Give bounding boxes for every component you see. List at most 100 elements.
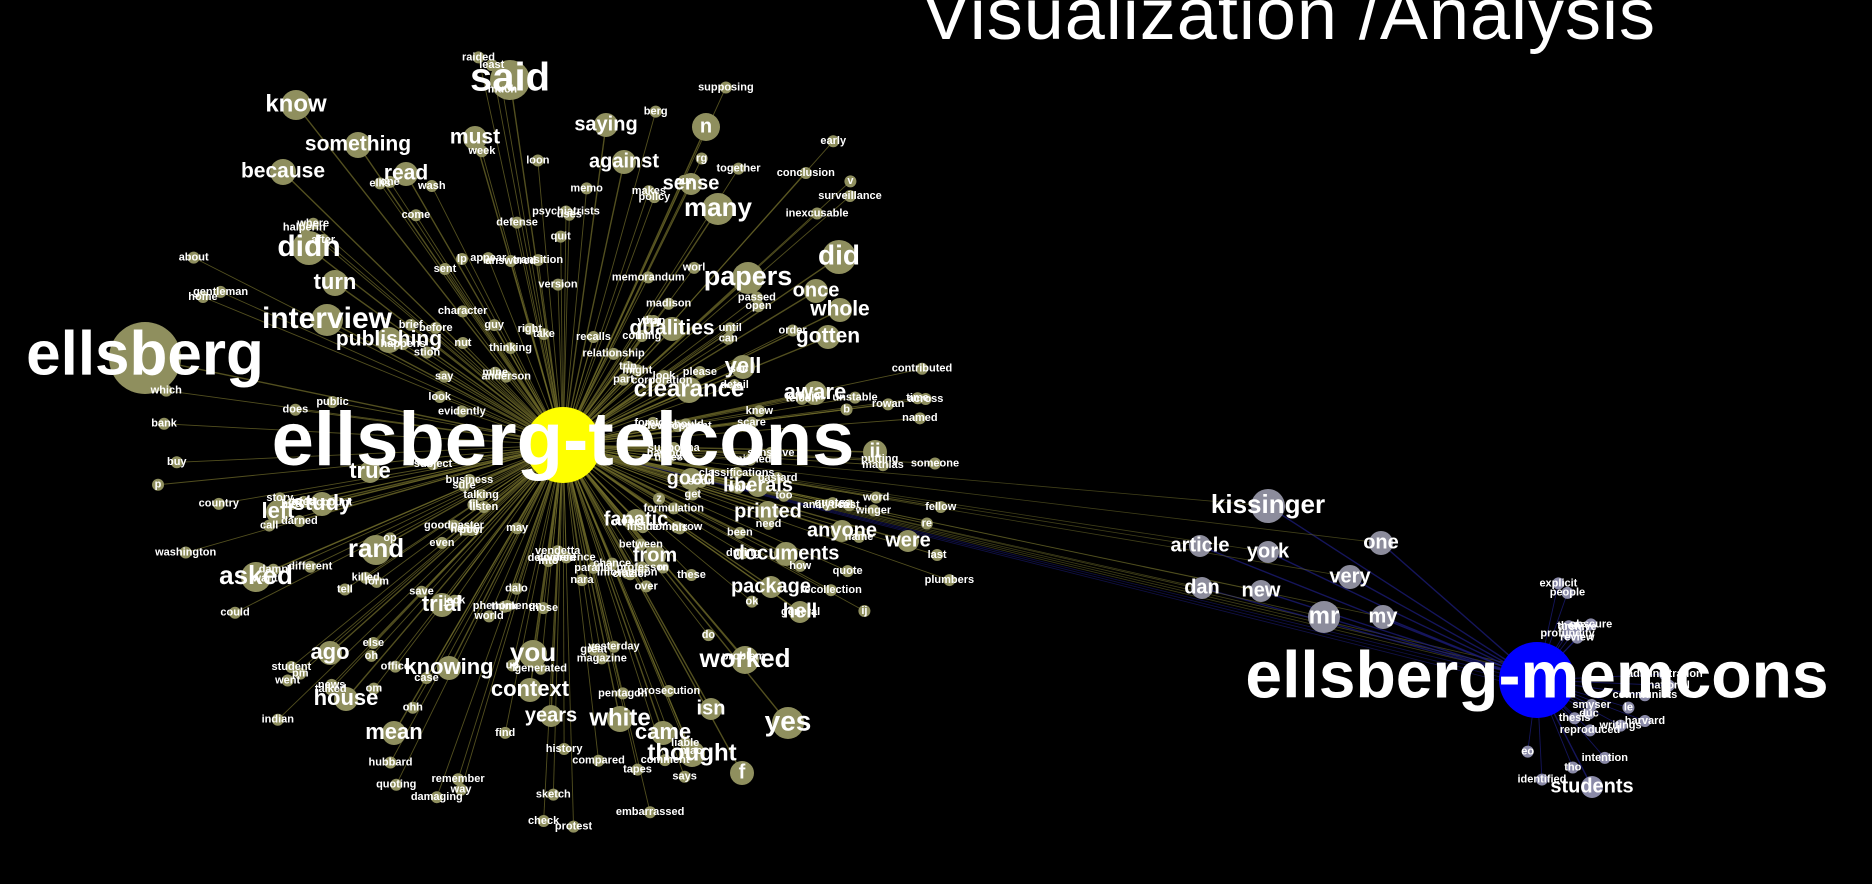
telcons-words-label: your (638, 315, 663, 327)
telcons-words-edge (282, 171, 564, 446)
telcons-words-label: protest (555, 821, 593, 833)
telcons-words-node (844, 190, 857, 203)
telcons-words-node (647, 416, 660, 429)
telcons-words-node (607, 640, 620, 653)
memcons-words-label: profundity (1540, 627, 1595, 639)
telcons-words-label: more (725, 482, 752, 494)
telcons-words-label: madison (646, 298, 692, 310)
telcons-words-edge (395, 444, 564, 785)
telcons-words-node (170, 456, 183, 469)
telcons-words-label: documents (733, 542, 840, 564)
telcons-words-label: indian (262, 714, 295, 726)
telcons-words-label: rn (658, 561, 669, 573)
telcons-words-label: knew (746, 405, 774, 417)
telcons-words-label: relationship (582, 348, 645, 360)
telcons-words-node (786, 324, 799, 337)
telcons-words-edge (562, 444, 865, 612)
telcons-words-label: news (318, 679, 346, 691)
telcons-words-label: because (241, 160, 325, 183)
telcons-words-edge (291, 444, 564, 668)
telcons-words-node (678, 770, 691, 783)
telcons-words-label: analytical (803, 499, 853, 511)
telcons-words-label: from (633, 544, 677, 566)
memcons-words-label: communists (1612, 689, 1677, 701)
telcons-words-label: thinking (489, 342, 532, 354)
telcons-words-node (587, 643, 600, 656)
telcons-words-node (771, 472, 784, 485)
bridge-words-label: one (1363, 531, 1399, 553)
telcons-words-node (822, 240, 856, 274)
telcons-words-node (657, 561, 670, 574)
telcons-words-label: someone (911, 457, 959, 469)
telcons-words-node (390, 778, 403, 791)
telcons-words-node (642, 185, 655, 198)
telcons-words-node (679, 736, 692, 749)
telcons-words-label: om (366, 683, 383, 695)
telcons-words-node (482, 252, 495, 265)
telcons-words-node (409, 209, 422, 222)
telcons-words-node (934, 500, 947, 513)
telcons-words-node (438, 370, 451, 383)
telcons-words-label: once (793, 279, 840, 301)
telcons-words-label: against (589, 150, 659, 172)
telcons-words-label: even (429, 537, 454, 549)
memcons-words-node (1521, 745, 1534, 758)
telcons-words-node (158, 417, 171, 430)
telcons-words-label: case (414, 672, 438, 684)
telcons-words-label: memo (570, 182, 603, 194)
telcons-words-edge (234, 444, 564, 614)
telcons-words-node (433, 390, 446, 403)
telcons-words-label: ellis (369, 177, 390, 189)
telcons-words-node (285, 660, 298, 673)
telcons-words-edge (394, 444, 564, 667)
telcons-words-node (558, 743, 571, 756)
telcons-words-node (459, 523, 472, 536)
telcons-words-node (635, 330, 648, 343)
bridge-words-label: article (1171, 534, 1230, 556)
telcons-words-edge (373, 444, 564, 689)
telcons-words-node (911, 392, 924, 405)
telcons-words-label: after (311, 234, 336, 246)
telcons-words-label: supposing (698, 81, 754, 93)
telcons-words-label: say (435, 371, 454, 383)
telcons-words-edge (329, 444, 564, 654)
telcons-words-label: vendetta (535, 545, 581, 557)
telcons-words-label: trial (422, 591, 462, 616)
telcons-words-node (547, 788, 560, 801)
telcons-words-edge (562, 180, 685, 446)
bridge-edge (562, 444, 1538, 687)
telcons-words-node (467, 498, 480, 511)
telcons-words-node (816, 325, 840, 349)
memcons-words-label: eo (1521, 746, 1534, 758)
telcons-words-edge (202, 296, 564, 446)
telcons-words-node (540, 705, 562, 727)
telcons-words-node (537, 814, 550, 827)
telcons-words-node (853, 530, 866, 543)
telcons-words-node (733, 526, 746, 539)
telcons-words-edge (562, 190, 650, 446)
telcons-words-node (270, 159, 296, 185)
telcons-words-label: trip (619, 361, 637, 373)
telcons-words-node (607, 347, 620, 360)
telcons-words-label: could (220, 607, 249, 619)
telcons-words-node (686, 488, 699, 501)
telcons-words-edge (501, 89, 564, 446)
telcons-words-label: history (546, 743, 584, 755)
telcons-words-node (737, 547, 750, 560)
telcons-words-label: z (656, 493, 662, 505)
telcons-words-node (719, 81, 732, 94)
telcons-words-label: mean (365, 719, 422, 744)
telcons-words-label: general (781, 606, 820, 618)
telcons-words-edge (562, 397, 918, 446)
telcons-words-label: wash (417, 180, 446, 192)
telcons-words-label: ago (310, 639, 349, 664)
telcons-words-label: berg (644, 106, 668, 118)
telcons-words-node (483, 610, 496, 623)
telcons-words-node (554, 230, 567, 243)
memcons-words-label: students (1550, 775, 1633, 797)
bridge-words-label: mr (1309, 602, 1340, 629)
telcons-words-node (404, 318, 417, 331)
telcons-words-node (671, 420, 684, 433)
telcons-words-node (587, 561, 600, 574)
telcons-words-label: yell (725, 353, 762, 378)
